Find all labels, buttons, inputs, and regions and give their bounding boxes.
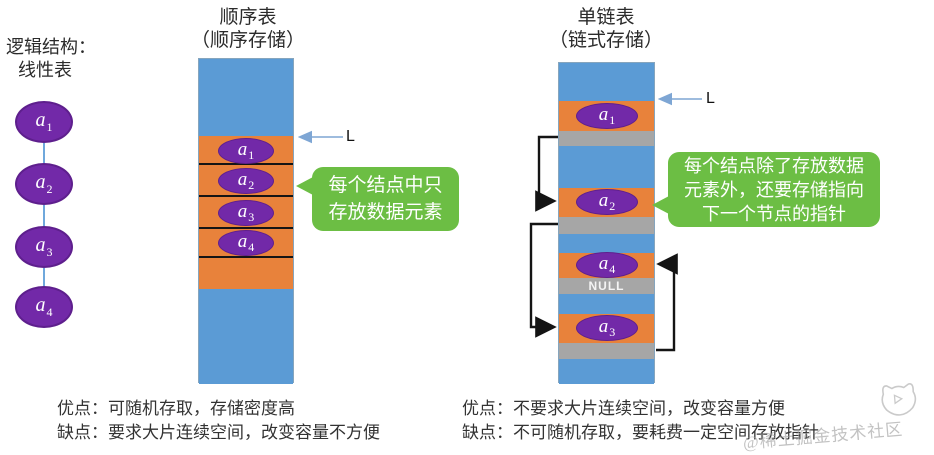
linked-element-a1: a1 [576,103,638,129]
logical-node-a2-label: a2 [35,171,53,196]
seq-free-top [199,59,293,136]
logical-node-a4: a4 [15,286,73,328]
seq-callout-bubble: 每个结点中只 存放数据元素 [296,167,459,231]
linked-arrow-a3-to-a4 [656,253,678,352]
seq-header-line2: （顺序存储） [190,30,305,51]
logical-connector-1 [43,143,45,163]
linked-element-a3: a3 [576,315,638,341]
logical-title-line2: 线性表 [18,60,72,80]
logical-node-a1: a1 [15,101,73,143]
logical-node-a3: a3 [15,226,73,268]
seq-memory-column: a1 a2 a3 a4 [198,58,294,384]
seq-cons: 缺点：要求大片连续空间，改变容量不方便 [57,423,380,442]
seq-element-a3-label: a3 [237,200,255,225]
linked-pointer-a1 [559,131,654,146]
linked-free-1 [559,63,654,101]
linked-element-a2-label: a2 [598,189,616,214]
linked-pros: 优点：不要求大片连续空间，改变容量方便 [462,399,785,418]
linked-free-4 [559,294,654,314]
seq-element-a4: a4 [218,230,274,256]
seq-element-a3: a3 [218,200,274,226]
linked-arrow-a1-to-a2 [535,135,558,212]
seq-callout-line2: 存放数据元素 [328,202,443,223]
linked-callout-line3: 下一个节点的指针 [702,203,846,224]
linked-arrow-a2-to-a3 [529,222,558,338]
seq-pointer-L-label: L [346,128,355,145]
logical-structure-title: 逻辑结构： 线性表 [6,36,96,82]
logical-node-a3-label: a3 [35,234,53,259]
linked-cons: 缺点：不可随机存取，要耗费一定空间存放指针 [462,423,819,442]
linked-list-header: 单链表 （链式存储） [545,6,667,52]
linked-pointer-L-label: L [706,90,715,107]
juejin-logo-icon [881,383,917,416]
logical-title-line1: 逻辑结构： [6,37,96,57]
linked-element-a4: a4 [576,252,638,278]
linked-callout-line2: 元素外，还要存储指向 [684,179,864,200]
logical-connector-2 [43,205,45,226]
logical-node-a1-label: a1 [35,109,53,134]
linked-free-2 [559,146,654,188]
seq-element-a2-label: a2 [237,168,255,193]
linked-memory-column: NULL a1 a2 a4 a3 [558,62,655,384]
logical-connector-3 [43,268,45,286]
linked-callout-line1: 每个结点除了存放数据 [684,155,864,176]
seq-element-a4-label: a4 [237,230,255,255]
linked-callout-bubble: 每个结点除了存放数据 元素外，还要存储指向 下一个节点的指针 [652,152,880,227]
logical-node-a2: a2 [15,163,73,205]
linked-element-a4-label: a4 [598,252,616,277]
linked-header-line2: （链式存储） [548,30,663,51]
seq-free-bottom [199,289,293,384]
linked-callout-tail [652,196,669,214]
seq-element-a1: a1 [218,138,274,164]
linked-element-a1-label: a1 [598,103,616,128]
seq-header-line1: 顺序表 [219,7,277,28]
seq-callout-line1: 每个结点中只 [328,175,443,196]
linked-pointer-a3 [559,343,654,359]
linked-pointer-a4-null: NULL [559,278,654,294]
linked-element-a3-label: a3 [598,315,616,340]
linked-header-line1: 单链表 [577,7,635,28]
seq-element-a2: a2 [218,168,274,194]
seq-notes: 优点：可随机存取，存储密度高 缺点：要求大片连续空间，改变容量不方便 [57,397,380,445]
seq-element-a1-label: a1 [237,138,255,163]
linked-free-3 [559,234,654,253]
seq-pros: 优点：可随机存取，存储密度高 [57,399,295,418]
linked-pointer-a2 [559,217,654,234]
linked-free-5 [559,359,654,384]
linked-notes: 优点：不要求大片连续空间，改变容量方便 缺点：不可随机存取，要耗费一定空间存放指… [462,397,819,445]
linked-element-a2: a2 [576,189,638,215]
seq-cell-empty [199,258,293,289]
seq-callout-tail [296,177,313,195]
null-pointer-label: NULL [588,279,625,293]
seq-list-header: 顺序表 （顺序存储） [186,6,310,52]
logical-node-a4-label: a4 [35,294,53,319]
